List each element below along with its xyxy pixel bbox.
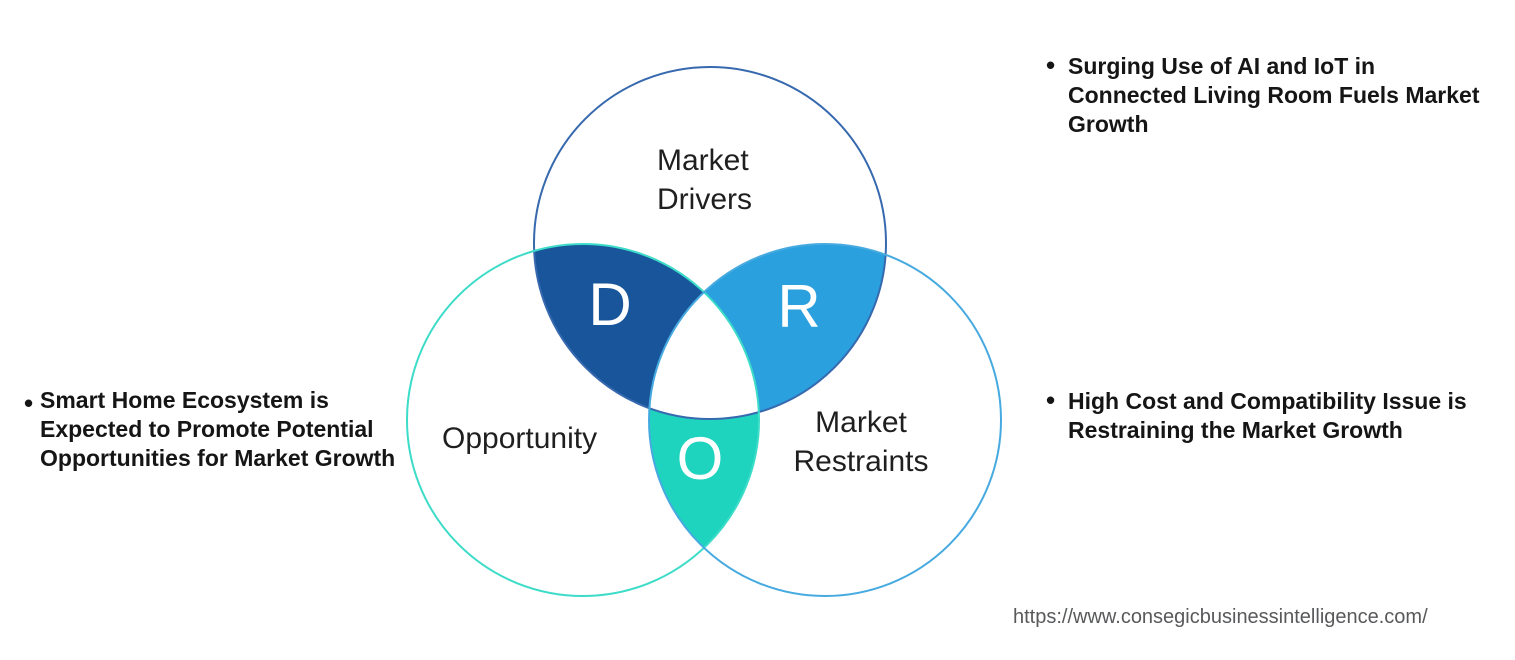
restraints-label: Market Restraints — [793, 403, 928, 481]
annotation-line: Growth — [1068, 111, 1149, 137]
annotation-line: Connected Living Room Fuels Market — [1068, 82, 1480, 108]
restraints-circle-outline — [648, 243, 1002, 597]
source-url: https://www.consegicbusinessintelligence… — [1013, 606, 1428, 628]
letter-r: R — [777, 273, 821, 340]
bullet-icon: • — [1046, 385, 1056, 415]
annotation-line: Expected to Promote Potential — [40, 416, 374, 442]
letter-d: D — [588, 271, 632, 338]
drivers-label: Market Drivers — [657, 141, 752, 219]
drivers-label-line1: Market — [657, 144, 749, 177]
opportunity-circle-outline — [406, 243, 760, 597]
annotation-line: Smart Home Ecosystem is — [40, 387, 329, 413]
restraints-label-line2: Restraints — [793, 445, 929, 478]
annotation-restraints: High Cost and Compatibility Issue is Res… — [1068, 387, 1467, 445]
annotation-opportunity: Smart Home Ecosystem is Expected to Prom… — [40, 386, 395, 473]
annotation-drivers: Surging Use of AI and IoT in Connected L… — [1068, 52, 1480, 139]
annotation-line: Opportunities for Market Growth — [40, 445, 396, 471]
bullet-icon: • — [1046, 50, 1056, 80]
restraints-label-line1: Market — [815, 406, 907, 439]
bullet-icon: • — [24, 388, 34, 418]
lens-drivers-opportunity — [534, 244, 759, 419]
lens-drivers-restraints — [649, 244, 886, 419]
letter-o: O — [676, 425, 724, 492]
annotation-line: High Cost and Compatibility Issue is — [1068, 388, 1467, 414]
opportunity-label: Opportunity — [442, 422, 598, 455]
annotation-line: Surging Use of AI and IoT in — [1068, 53, 1376, 79]
drivers-circle-outline — [533, 66, 887, 420]
annotation-line: Restraining the Market Growth — [1068, 417, 1403, 443]
drivers-label-line2: Drivers — [657, 183, 752, 216]
